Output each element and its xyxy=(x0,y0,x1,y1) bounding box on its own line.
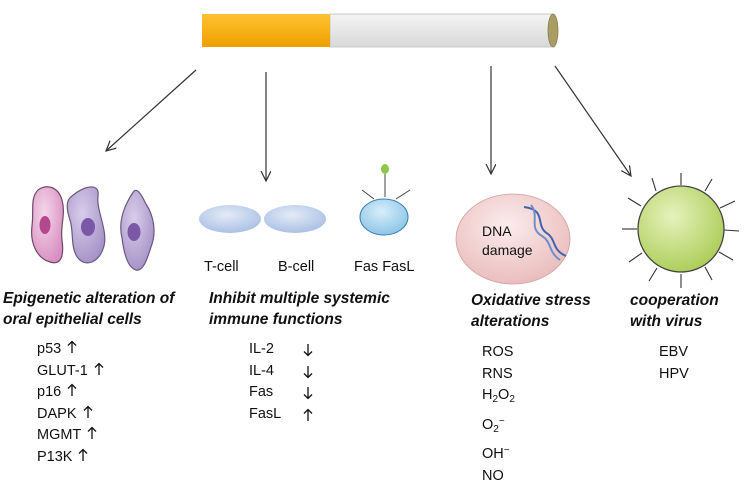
oxidative-heading-line-1: Oxidative stress xyxy=(471,290,591,311)
marker-row: FasL xyxy=(249,404,281,426)
fas-fasl-cell-icon xyxy=(360,164,410,235)
marker-row: p16 xyxy=(37,382,104,404)
epigenetic-heading: Epigenetic alteration of oral epithelial… xyxy=(3,288,174,330)
marker-row: IL-4 xyxy=(249,361,281,383)
marker-name: P13K xyxy=(37,449,72,465)
oxidative-heading: Oxidative stress alterations xyxy=(471,290,591,332)
species-sub2: 2 xyxy=(509,394,515,405)
down-arrow-icon xyxy=(303,386,313,400)
marker-row: IL-2 xyxy=(249,339,281,361)
marker-row: Fas xyxy=(249,382,281,404)
t-cell-icon xyxy=(199,205,261,233)
species-base: H xyxy=(482,387,492,403)
marker-name: DAPK xyxy=(37,406,77,422)
species-base: O xyxy=(482,417,493,433)
species-base: RNS xyxy=(482,366,513,382)
species-row: ROS xyxy=(482,342,515,364)
species-sup: − xyxy=(504,445,510,456)
marker-row: P13K xyxy=(37,447,104,469)
t-cell-label: T-cell xyxy=(204,259,239,275)
species-row: NO xyxy=(482,466,515,487)
virus-name: HPV xyxy=(659,364,689,386)
b-cell-icon xyxy=(264,205,326,233)
species-tail: O xyxy=(498,387,509,403)
b-cell-label: B-cell xyxy=(278,259,314,275)
marker-row: GLUT-1 xyxy=(37,361,104,383)
marker-name: IL-4 xyxy=(249,363,274,379)
up-arrow-icon xyxy=(67,383,77,397)
up-arrow-icon xyxy=(303,408,313,422)
virus-heading: cooperation with virus xyxy=(630,290,719,332)
arrow-to-virus xyxy=(555,66,631,176)
dna-damage-line-1: DNA xyxy=(482,222,533,241)
marker-name: GLUT-1 xyxy=(37,363,88,379)
epigenetic-heading-line-1: Epigenetic alteration of xyxy=(3,288,174,309)
diagram-graphics xyxy=(0,0,752,474)
cigarette xyxy=(202,14,558,47)
immune-heading: Inhibit multiple systemic immune functio… xyxy=(209,288,390,330)
species-base: OH xyxy=(482,446,504,462)
oxidative-heading-line-2: alterations xyxy=(471,311,591,332)
epithelial-cells-icon xyxy=(32,187,154,270)
species-row: RNS xyxy=(482,364,515,386)
fas-fasl-label: Fas FasL xyxy=(354,259,414,275)
dna-damage-line-2: damage xyxy=(482,241,533,260)
up-arrow-icon xyxy=(94,362,104,376)
species-sup: − xyxy=(499,416,505,427)
marker-name: MGMT xyxy=(37,427,81,443)
species-base: NO xyxy=(482,468,504,484)
species-row: O2− xyxy=(482,411,515,441)
virus-icon xyxy=(622,173,739,288)
up-arrow-icon xyxy=(78,448,88,462)
marker-name: p53 xyxy=(37,341,61,357)
marker-row: DAPK xyxy=(37,404,104,426)
virus-heading-line-2: with virus xyxy=(630,311,719,332)
marker-row: MGMT xyxy=(37,425,104,447)
marker-row: p53 xyxy=(37,339,104,361)
down-arrow-icon xyxy=(303,343,313,357)
species-base: ROS xyxy=(482,344,513,360)
virus-name: EBV xyxy=(659,342,689,364)
marker-name: Fas xyxy=(249,384,273,400)
immune-heading-line-2: immune functions xyxy=(209,309,390,330)
up-arrow-icon xyxy=(67,340,77,354)
marker-name: FasL xyxy=(249,406,281,422)
marker-name: IL-2 xyxy=(249,341,274,357)
virus-heading-line-1: cooperation xyxy=(630,290,719,311)
epigenetic-heading-line-2: oral epithelial cells xyxy=(3,309,174,330)
species-row: OH− xyxy=(482,440,515,466)
marker-name: p16 xyxy=(37,384,61,400)
species-row: H2O2 xyxy=(482,385,515,411)
immune-heading-line-1: Inhibit multiple systemic xyxy=(209,288,390,309)
up-arrow-icon xyxy=(83,405,93,419)
dna-damage-label: DNA damage xyxy=(482,222,533,260)
arrow-to-epigenetic xyxy=(106,70,196,151)
up-arrow-icon xyxy=(87,426,97,440)
down-arrow-icon xyxy=(303,365,313,379)
